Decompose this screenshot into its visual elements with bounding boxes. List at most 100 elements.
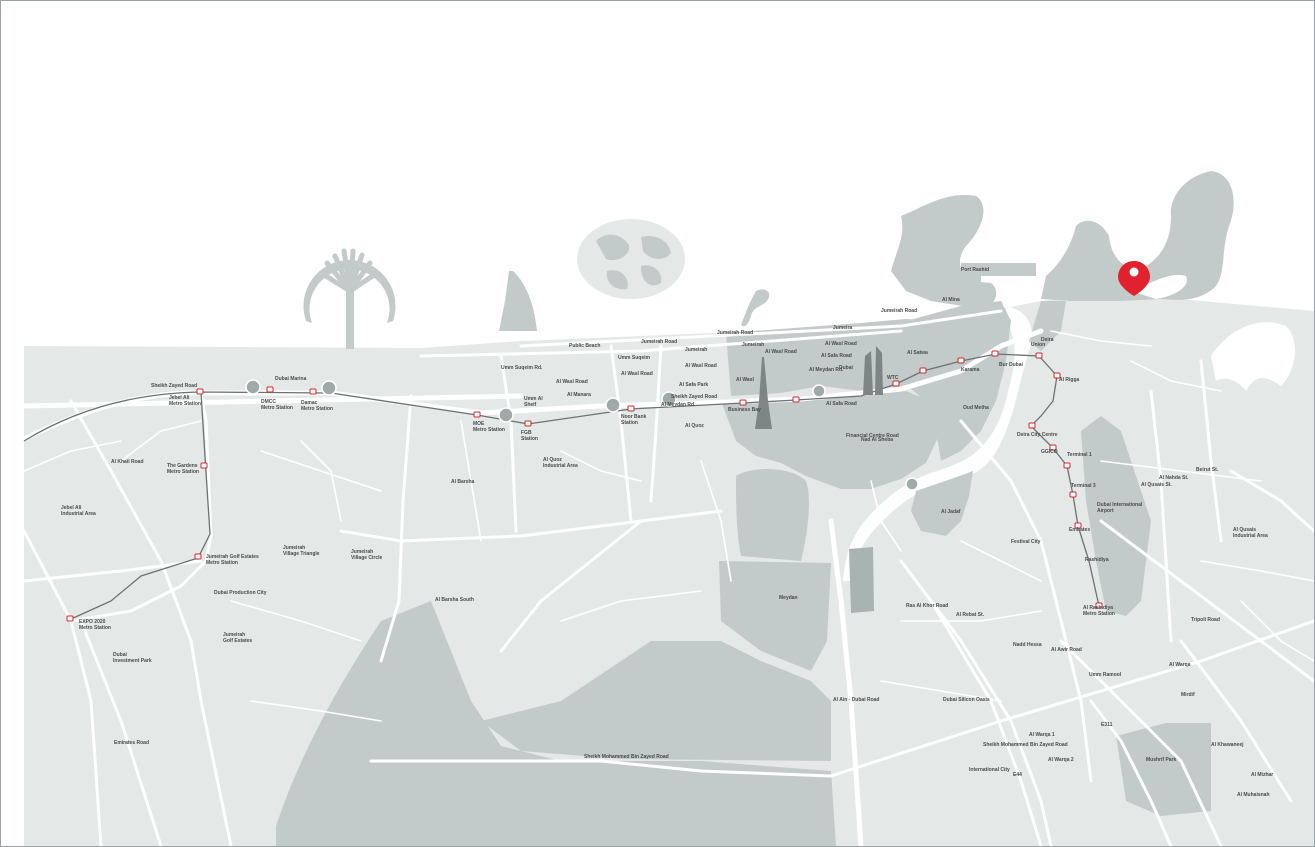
label-emirates-road: Emirates Road xyxy=(114,740,149,746)
port-rashid-wharf xyxy=(961,263,1036,296)
district-downtown xyxy=(721,391,941,489)
label-port-rashid: Port Rashid xyxy=(961,267,989,273)
burj-al-arab-icon xyxy=(499,271,537,331)
label-sheikh-zayed-road-west: Sheikh Zayed Road xyxy=(151,383,197,389)
label-al-wasl-road-3: Al Wasl Road xyxy=(685,363,717,369)
label-al-safa-park: Al Safa Park xyxy=(679,382,708,388)
label-al-jadaf: Al Jadaf xyxy=(941,509,961,515)
label-dubai-silicon-oasis: Dubai Silicon Oasis xyxy=(943,697,990,703)
label-jumeirah-road-2: Jumeirah Road xyxy=(717,330,753,336)
label-rashidiya: Rashidiya xyxy=(1085,557,1109,563)
zone-al-quoz-lake xyxy=(736,469,809,561)
location-pin-icon[interactable] xyxy=(1118,261,1150,296)
label-e311: E311 xyxy=(1101,722,1113,728)
deira-islands xyxy=(1041,171,1234,301)
label-ras-al-khor-road: Ras Al Khor Road xyxy=(906,603,948,609)
dubai-creek xyxy=(843,306,1032,581)
label-dubai: Dubai xyxy=(839,365,854,371)
label-beirut-st: Beirut St. xyxy=(1196,467,1219,473)
zone-mushrif-park xyxy=(1116,723,1211,816)
label-mirdif: Mirdif xyxy=(1181,692,1195,698)
label-al-barsha-south: Al Barsha South xyxy=(435,597,474,603)
label-deira: Deira xyxy=(1041,337,1054,343)
label-nadd-hessa: Nadd Hessa xyxy=(1013,642,1042,648)
label-oud-metha: Oud Metha xyxy=(963,405,989,411)
zone-airport-runway xyxy=(1081,416,1151,616)
label-e44: E44 xyxy=(1013,772,1022,778)
burj-khalifa-icon xyxy=(755,357,772,429)
label-public-beach: Public Beach xyxy=(569,343,600,349)
label-jumeirah-1: Jumeirah xyxy=(685,347,707,353)
label-sheikh-mohammed-bin-zayed-road: Sheikh Mohammed Bin Zayed Road xyxy=(983,742,1068,748)
label-al-wasl: Al Wasl xyxy=(736,377,754,383)
metro-stations xyxy=(66,350,1103,622)
label-mushrif-park: Mushrif Park xyxy=(1146,757,1177,763)
label-umm-suqeim-rd: Umm Suqeim Rd. xyxy=(501,365,543,371)
label-al-qusais-st: Al Qusais St. xyxy=(1141,482,1172,488)
mamzar-lagoon xyxy=(1211,322,1296,391)
label-al-warqa: Al Warqa xyxy=(1169,662,1191,668)
label-al-satwa: Al Satwa xyxy=(907,350,928,356)
label-al-mina: Al Mina xyxy=(942,297,960,303)
label-ggico: GGICO xyxy=(1041,449,1058,455)
label-jumeirah-road-north: Jumeirah Road xyxy=(881,308,917,314)
label-al-khail-road: Al Khail Road xyxy=(111,459,144,465)
label-emirates: Emirates xyxy=(1069,527,1090,533)
label-al-quoz: Al Quoz xyxy=(685,423,704,429)
dubai-islands-lake xyxy=(1131,274,1187,299)
zone-meydan xyxy=(719,561,831,671)
label-al-meydan-rd-2: Al Meydan Rd. xyxy=(661,402,696,408)
label-wtc: WTC xyxy=(887,375,899,381)
label-sheikh-mohammed-bin-zayed-road-2: Sheikh Mohammed Bin Zayed Road xyxy=(584,754,669,760)
label-business-bay: Business Bay xyxy=(728,407,761,413)
label-jumeirah-2: Jumeirah xyxy=(742,342,764,348)
label-jumeirah-road: Jumeirah Road xyxy=(641,339,677,345)
label-al-wasl-road-4: Al Wasl Road xyxy=(765,349,797,355)
label-dubai-marina: Dubai Marina xyxy=(275,376,307,382)
label-al-meydan-rd-3: Al Meydan Rd. xyxy=(809,367,844,373)
label-al-manara: Al Manara xyxy=(567,392,591,398)
label-umm-ramool: Umm Ramool xyxy=(1089,672,1122,678)
label-deira-city-centre: Deira City Centre xyxy=(1017,432,1058,438)
label-al-rigga: Al Rigga xyxy=(1059,377,1079,383)
label-al-nahda-st: Al Nahda St. xyxy=(1159,475,1189,481)
district-jumeirah xyxy=(726,319,961,396)
label-dubai-production-city: Dubai Production City xyxy=(214,590,267,596)
district-al-qusais-north xyxy=(1029,301,1066,351)
label-bur-dubai: Bur Dubai xyxy=(999,362,1024,368)
label-terminal-1: Terminal 1 xyxy=(1067,452,1092,458)
interchanges xyxy=(245,379,919,491)
label-al-awir-road: Al Awir Road xyxy=(1051,647,1082,653)
label-sheikh-zayed-road-city: Sheikh Zayed Road xyxy=(671,394,717,400)
the-world-islands-icon xyxy=(577,219,685,299)
label-jumeira-3: Jumeira xyxy=(833,325,852,331)
jumeirah-bay-island xyxy=(741,289,770,327)
emirates-towers-icon xyxy=(863,346,883,395)
label-tripoli-road: Tripoli Road xyxy=(1191,617,1220,623)
label-al-meydan-rd: Al Safa Road xyxy=(826,401,857,407)
zone-ras-al-khor xyxy=(849,547,874,613)
label-international-city: International City xyxy=(969,767,1010,773)
label-al-barsha: Al Barsha xyxy=(451,479,475,485)
label-meydan: Meydan xyxy=(779,595,798,601)
zone-dubailand xyxy=(481,641,831,761)
label-al-wasl-road-5: Al Wasl Road xyxy=(825,341,857,347)
label-al-wasl-road-2: Al Wasl Road xyxy=(621,371,653,377)
zone-al-barsha-desert xyxy=(276,601,836,846)
label-al-rebat-st: Al Rebat St. xyxy=(956,612,985,618)
